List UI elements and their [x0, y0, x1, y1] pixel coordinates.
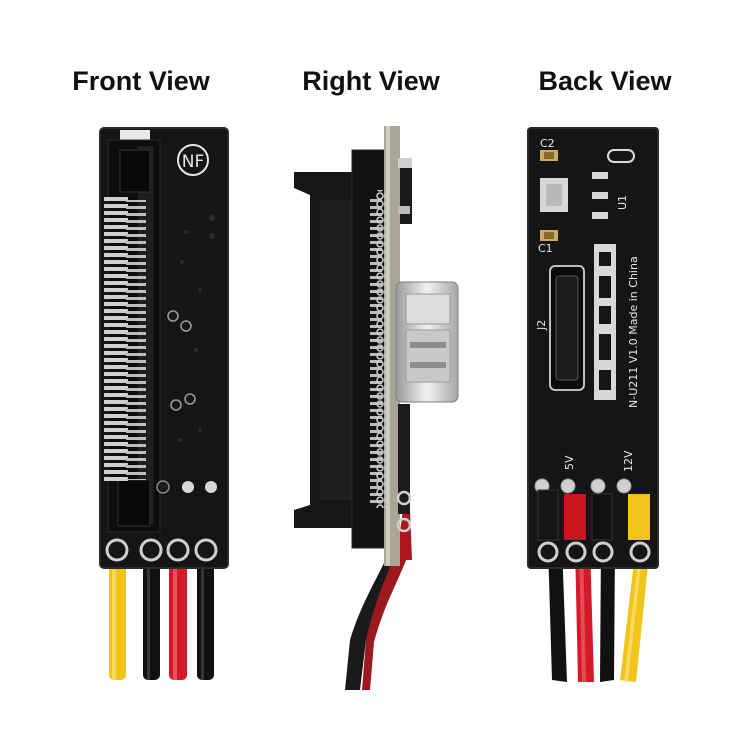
right-view-title: Right View: [302, 66, 440, 96]
label-5v: 5V: [563, 455, 576, 470]
label-j2: J2: [535, 320, 548, 331]
nf-logo: NF: [177, 144, 209, 176]
front-wires: [109, 546, 214, 680]
back-view-title: Back View: [538, 66, 672, 96]
usb-connector-footprint: [549, 265, 585, 391]
svg-text:NF: NF: [182, 152, 205, 172]
front-view-board: NF: [99, 127, 229, 680]
label-c2: C2: [540, 137, 555, 150]
label-c1: C1: [538, 242, 553, 255]
model-text: N-U211 V1.0 Made in China: [627, 256, 640, 408]
label-12v: 12V: [622, 450, 635, 472]
back-view-board: C2 U1 C1 J2 N-U211 V1.0 Made in China: [527, 127, 659, 682]
front-view-title: Front View: [72, 66, 210, 96]
right-view-board: [294, 126, 459, 690]
back-wires: [548, 545, 650, 682]
usb-c-port: [395, 281, 459, 403]
brand-logo: [594, 244, 616, 400]
label-u1: U1: [616, 195, 629, 210]
